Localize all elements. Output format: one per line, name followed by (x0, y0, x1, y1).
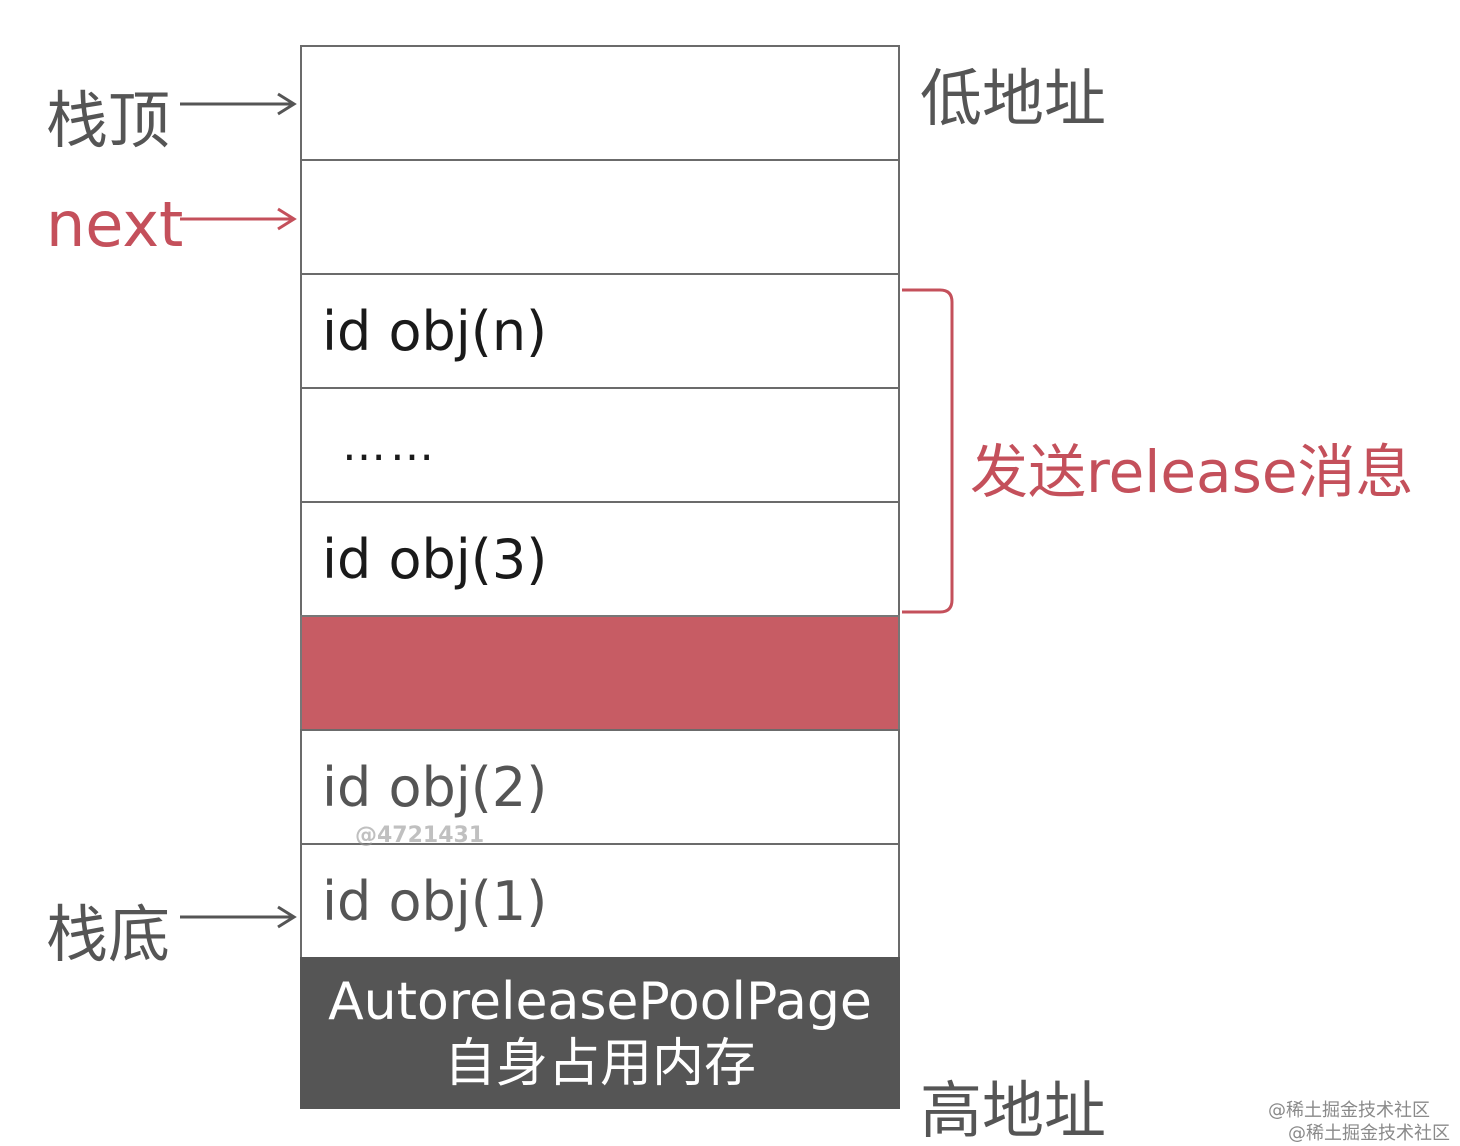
watermark-corner-2: @稀土掘金技术社区 (1288, 1123, 1450, 1144)
stack-top-arrow-icon (180, 92, 297, 116)
page-self-line2: 自身占用内存 (443, 1034, 756, 1094)
stack-cell-empty-top (300, 45, 900, 161)
stack-cell-ellipsis: …… (300, 387, 900, 503)
release-bracket-icon (902, 288, 954, 614)
low-address-label: 低地址 (920, 62, 1107, 135)
stack-bottom-label: 栈底 (46, 898, 171, 971)
high-address-label: 高地址 (920, 1074, 1107, 1146)
stack-cell-page-self: AutoreleasePoolPage 自身占用内存 (300, 957, 900, 1109)
stack-cell-next-slot (300, 159, 900, 275)
stack-top-label: 栈顶 (46, 84, 171, 157)
stack-cell-sentinel (300, 615, 900, 731)
stack-cell-obj-1: id obj(1) (300, 843, 900, 959)
stack-cell-obj-n: id obj(n) (300, 273, 900, 389)
stack-cell-obj-3: id obj(3) (300, 501, 900, 617)
stack-bottom-arrow-icon (180, 905, 297, 929)
release-message-label: 发送release消息 (970, 438, 1414, 506)
next-arrow-icon (180, 207, 297, 231)
stack-cell-obj-2: id obj(2) (300, 729, 900, 845)
watermark-center: @4721431 (355, 823, 485, 848)
watermark-corner-1: @稀土掘金技术社区 (1268, 1100, 1430, 1121)
next-pointer-label: next (46, 188, 184, 261)
page-self-line1: AutoreleasePoolPage (328, 972, 872, 1032)
memory-stack: id obj(n) …… id obj(3) id obj(2) id obj(… (300, 45, 900, 1109)
